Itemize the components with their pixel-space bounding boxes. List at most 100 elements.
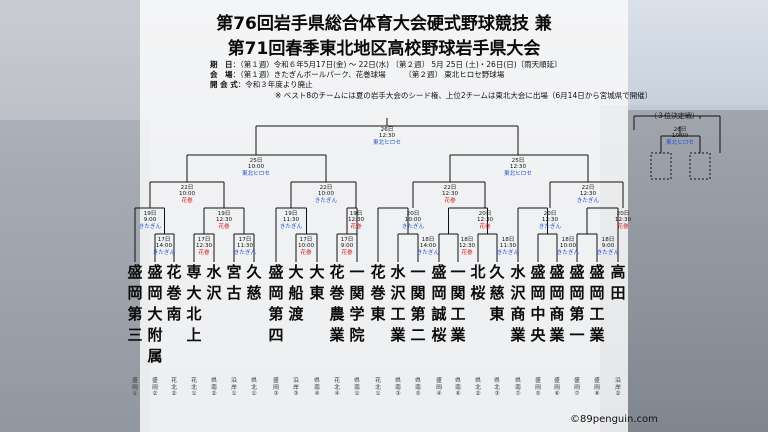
match-venue: 花巻: [461, 249, 473, 256]
match-venue: きたぎん: [496, 249, 520, 256]
team-name: 盛岡第一: [569, 263, 585, 344]
match-venue: 花巻: [181, 197, 193, 204]
match-date: 17日: [157, 237, 171, 243]
match-time: 12:30: [378, 133, 396, 140]
opening-label: 開 会 式: [210, 80, 238, 89]
period-label: 期 日: [210, 60, 233, 69]
match-time: 9:00: [340, 243, 354, 250]
match-venue: 花巻: [218, 223, 230, 230]
team-name: 水沢商業: [510, 263, 526, 344]
match-venue: きたぎん: [233, 249, 257, 256]
team-name: 一関学院: [349, 263, 365, 344]
info-opening: 開 会 式：令和３年度より廃止: [210, 80, 313, 90]
match-venue: 花巻: [350, 223, 362, 230]
match-venue: 東北ヒロセ: [504, 170, 532, 177]
match-date: 26日: [673, 127, 687, 133]
team-name: 花巻東: [370, 263, 386, 323]
match-date: 19日: [143, 211, 157, 217]
match-date: 22日: [319, 185, 333, 191]
match-venue: 花巻: [479, 223, 491, 230]
match-time: 12:30: [441, 191, 459, 198]
match-time: 14:00: [155, 243, 173, 250]
match-time: 12:30: [215, 217, 233, 224]
match-time: 10:00: [297, 243, 315, 250]
team-name: 久慈: [246, 263, 262, 302]
team-name: 盛岡第三: [127, 263, 143, 344]
team-name: 盛岡商業: [549, 263, 565, 344]
match-date: 17日: [299, 237, 313, 243]
match-time: 12:30: [347, 217, 365, 224]
match-venue: きたぎん: [314, 197, 338, 204]
team-name: 盛岡誠桜: [431, 263, 447, 344]
match-time: 9:00: [143, 217, 157, 224]
match-venue: きたぎん: [416, 249, 440, 256]
team-name: 盛岡工業: [589, 263, 605, 344]
match-time: 14:00: [419, 243, 437, 250]
bracket-panel: [140, 0, 628, 432]
match-date: 22日: [180, 185, 194, 191]
match-time: 10:00: [404, 217, 422, 224]
match-time: 10:00: [671, 133, 689, 140]
match-venue: 花巻: [198, 249, 210, 256]
info-note: ※ ベスト8のチームには夏の岩手大会のシード権、上位2チームは東北大会に出場（6…: [275, 91, 653, 100]
match-time: 11:30: [499, 243, 517, 250]
opening-text: ：令和３年度より廃止: [237, 80, 313, 89]
match-time: 12:30: [579, 191, 597, 198]
stadium-left-photo: [0, 120, 150, 432]
team-name: 盛岡中央: [530, 263, 546, 344]
team-name: 水沢: [206, 263, 222, 302]
match-time: 10:00: [317, 191, 335, 198]
venue-text: ：（第１週）きたぎんボールパーク、花巻球場 〔第２週〕 東北ヒロセ野球場: [232, 70, 505, 79]
info-venue: 会 場：（第１週）きたぎんボールパーク、花巻球場 〔第２週〕 東北ヒロセ野球場: [210, 70, 504, 80]
match-date: 20日: [478, 211, 492, 217]
match-time: 11:30: [282, 217, 300, 224]
team-name: 水沢工業: [390, 263, 406, 344]
match-venue: きたぎん: [596, 249, 620, 256]
match-date: 19日: [284, 211, 298, 217]
match-date: 18日: [501, 237, 515, 243]
team-name: 盛岡第四: [268, 263, 284, 344]
venue-label: 会 場: [210, 70, 233, 79]
match-date: 17日: [340, 237, 354, 243]
match-venue: きたぎん: [401, 223, 425, 230]
info-period: 期 日：（第１週）令和６年5月17日(金) ～ 22日(水) 〔第２週〕 5月 …: [210, 60, 562, 70]
match-date: 20日: [406, 211, 420, 217]
match-time: 12:30: [195, 243, 213, 250]
match-date: 18日: [561, 237, 575, 243]
match-venue: きたぎん: [138, 223, 162, 230]
title-line-2: 第71回春季東北地区高校野球岩手県大会: [227, 39, 541, 59]
team-name: 高田: [610, 263, 626, 302]
period-text: ：（第１週）令和６年5月17日(金) ～ 22日(水) 〔第２週〕 5月 25日…: [232, 60, 562, 69]
match-venue: きたぎん: [576, 197, 600, 204]
match-time: 12:30: [614, 217, 632, 224]
team-name: 久慈東: [489, 263, 505, 323]
